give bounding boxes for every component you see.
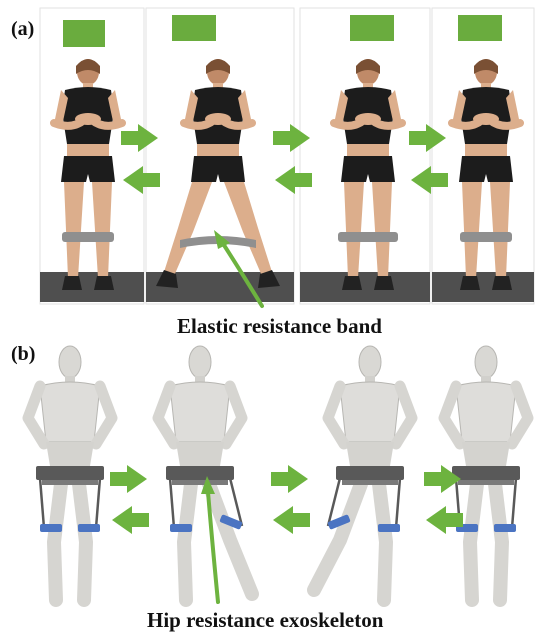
mannequin-standing [444, 346, 528, 600]
resistance-band [338, 232, 398, 242]
mannequin-standing [28, 346, 112, 600]
right-arrow-icon [110, 465, 147, 493]
face-mask [458, 15, 502, 41]
panel-a [40, 8, 534, 306]
panel-b [28, 346, 528, 602]
exercise-mat [300, 272, 430, 302]
left-arrow-icon [273, 506, 310, 534]
caption-elastic-band: Elastic resistance band [177, 314, 382, 339]
right-arrow-icon [271, 465, 308, 493]
exercise-mat [432, 272, 534, 302]
panel-label-a: (a) [11, 18, 34, 41]
mannequin-abducted [314, 346, 412, 600]
panel-label-b: (b) [11, 343, 35, 366]
caption-hip-exoskeleton: Hip resistance exoskeleton [147, 608, 383, 633]
resistance-band [460, 232, 512, 242]
face-mask [350, 15, 394, 41]
resistance-band [62, 232, 114, 242]
face-mask [172, 15, 216, 41]
left-arrow-icon [112, 506, 149, 534]
face-mask [63, 20, 105, 47]
exercise-mat [40, 272, 144, 302]
mannequin-abducted [158, 346, 252, 600]
